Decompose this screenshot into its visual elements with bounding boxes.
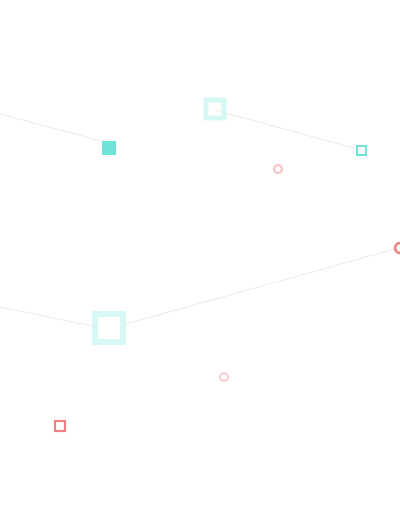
filled-square-teal [102,141,116,155]
ring-coral-light [219,372,229,382]
outline-square-teal [356,145,367,156]
outline-square-teal-light [203,97,227,121]
ring-coral [393,241,400,255]
connector-line [214,109,362,151]
outline-square-coral [53,419,67,433]
connector-line [0,306,98,328]
outline-square-teal-light [92,311,126,345]
ring-coral-light [272,163,284,175]
connector-line [0,113,110,144]
connector-line [125,247,399,325]
